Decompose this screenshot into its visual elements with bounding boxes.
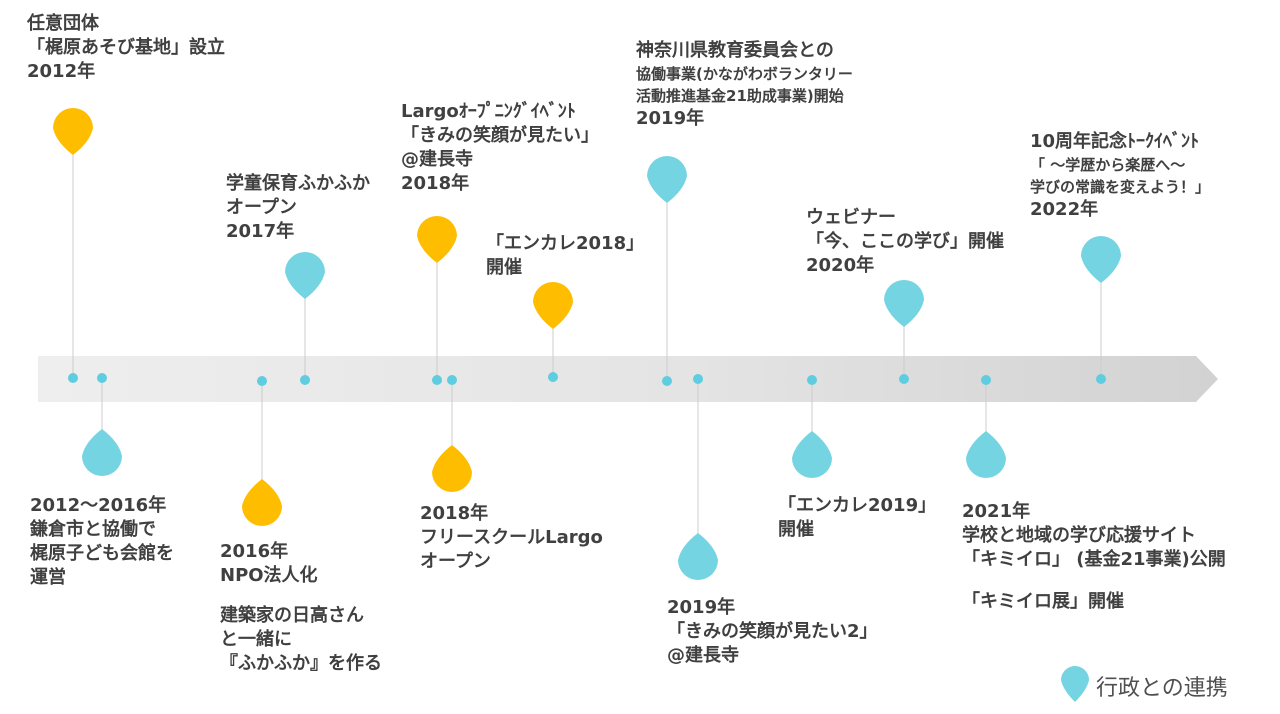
label-line: 10周年記念ﾄｰｸｲﾍﾞﾝﾄ <box>1030 131 1200 152</box>
event-2016-marker-dot <box>257 376 267 386</box>
label-line: 「エンカレ2019」 <box>778 495 937 516</box>
label-line: 2016年 <box>220 541 289 562</box>
event-2018-free-school-label: 2018年フリースクールLargo オープン <box>420 502 603 574</box>
event-2019-kanagawa-label: 神奈川県教育委員会との協働事業(かながわボランタリー活動推進基金21助成事業)開… <box>636 39 853 131</box>
legend-label: 行政との連携 <box>1096 676 1228 701</box>
event-2022-marker-drop-icon <box>1081 236 1121 283</box>
event-2018-largo-opening-label: Largoｵｰﾌﾟﾆﾝｸﾞｲﾍﾞﾝﾄ 「きみの笑顔が見たい」 @建長寺 2018年 <box>401 100 599 196</box>
label-line: 協働事業(かながわボランタリー <box>636 65 853 83</box>
label-line: 梶原子ども会館を <box>30 543 174 564</box>
label-line: Largoｵｰﾌﾟﾆﾝｸﾞｲﾍﾞﾝﾄ <box>401 101 576 122</box>
event-2020-webinar-label: ウェビナー「今、ここの学び」開催 2020年 <box>806 206 1004 278</box>
event-2022-label: 10周年記念ﾄｰｸｲﾍﾞﾝﾄ 「 ～学歴から楽歴へ～ 学びの常識を変えよう！」 202… <box>1030 130 1210 222</box>
event-2012-marker-dot <box>68 373 78 383</box>
label-line: 2012年 <box>27 61 96 82</box>
label-line: フリースクールLargo <box>420 527 603 548</box>
event-2019-kanagawa-marker-dot <box>662 376 672 386</box>
label-line: 開催 <box>778 519 814 540</box>
label-line: 活動推進基金21助成事業)開始 <box>636 87 844 105</box>
legend-blue-drop-icon <box>1061 666 1089 702</box>
label-line: 「キミイロ展」開催 <box>962 591 1124 612</box>
event-2017-marker-dot <box>300 375 310 385</box>
label-line: 「梶原あそび基地」設立 <box>27 37 225 58</box>
label-line: 「キミイロ」 (基金21事業)公開 <box>962 549 1226 570</box>
event-2012-marker-drop-icon <box>53 108 93 155</box>
event-2018-largo-marker-drop-icon <box>417 216 457 263</box>
event-2019-kenchoji-label: 2019年「きみの笑顔が見たい2」 @建長寺 <box>667 596 878 668</box>
label-line: 学童保育ふかふか <box>226 173 370 194</box>
event-2019-kenchoji-marker-dot <box>693 374 703 384</box>
event-2018-encale-marker-dot <box>548 372 558 382</box>
label-line: 任意団体 <box>27 13 99 34</box>
label-line: 「 ～学歴から楽歴へ～ <box>1030 156 1186 174</box>
event-2019-encale-marker-dot <box>807 375 817 385</box>
label-line: 「エンカレ2018」 <box>486 233 645 254</box>
label-line: 開催 <box>486 257 522 278</box>
label-line: 2021年 <box>962 501 1031 522</box>
event-2018-largo-marker-dot <box>432 375 442 385</box>
event-2019-encale-marker-drop-icon <box>792 431 832 478</box>
label-line: 建築家の日高さん <box>220 605 364 626</box>
event-2018-encale-marker-drop-icon <box>533 282 573 329</box>
label-line: 2022年 <box>1030 199 1099 220</box>
label-line: 「今、ここの学び」開催 <box>806 231 1004 252</box>
label-line: と一緒に <box>220 629 292 650</box>
label-line: 「きみの笑顔が見たい2」 <box>667 621 878 642</box>
event-2022-marker-dot <box>1096 374 1106 384</box>
event-2019-kenchoji-marker-drop-icon <box>678 533 718 580</box>
label-line: 運営 <box>30 567 66 588</box>
event-2020-marker-dot <box>899 374 909 384</box>
event-2018-free-school-marker-drop-icon <box>432 445 472 492</box>
label-line: 2018年 <box>401 173 470 194</box>
label-line: オープン <box>420 551 491 572</box>
event-2012-label: 任意団体「梶原あそび基地」設立 2012年 <box>27 12 225 84</box>
event-2019-encale-label: 「エンカレ2019」開催 <box>778 494 936 542</box>
label-line: 2019年 <box>636 108 705 129</box>
event-2019-kanagawa-marker-drop-icon <box>647 156 687 203</box>
event-2021-marker-drop-icon <box>966 431 1006 478</box>
event-2021-exhibition-label: 「キミイロ展」開催 <box>962 590 1124 614</box>
event-2021-kimiiro-label: 2021年学校と地域の学び応援サイト「キミイロ」 (基金21事業)公開 <box>962 500 1226 572</box>
event-2012-2016-label: 2012～2016年鎌倉市と協働で梶原子ども会館を運営 <box>30 494 174 590</box>
label-line: @建長寺 <box>401 149 473 170</box>
event-2018-encale-label: 「エンカレ2018」開催 <box>486 232 644 280</box>
label-line: 2019年 <box>667 597 736 618</box>
timeline-arrow-bar <box>38 356 1218 402</box>
label-line: 神奈川県教育委員会との <box>636 40 834 61</box>
event-2017-marker-drop-icon <box>285 252 325 299</box>
label-line: 2020年 <box>806 255 875 276</box>
event-2020-marker-drop-icon <box>884 280 924 327</box>
event-2016-label: 2016年 NPO法人化 <box>220 540 318 588</box>
label-line: 『ふかふか』を作る <box>220 653 382 674</box>
label-line: 鎌倉市と協働で <box>30 519 156 540</box>
label-line: 2017年 <box>226 221 295 242</box>
label-line: NPO法人化 <box>220 565 318 586</box>
event-2021-marker-dot <box>981 375 991 385</box>
label-line: オープン <box>226 197 297 218</box>
event-2016-fukafuka-label: 建築家の日高さんと一緒に『ふかふか』を作る <box>220 604 382 676</box>
label-line: @建長寺 <box>667 645 739 666</box>
label-line: 学校と地域の学び応援サイト <box>962 525 1196 546</box>
label-line: ウェビナー <box>806 207 896 228</box>
label-line: 2012～2016年 <box>30 495 167 516</box>
label-line: 学びの常識を変えよう！」 <box>1030 178 1211 196</box>
event-2012-2016-marker-dot <box>97 373 107 383</box>
label-line: 2018年 <box>420 503 489 524</box>
event-2017-label: 学童保育ふかふかオープン 2017年 <box>226 172 370 244</box>
event-2012-2016-marker-drop-icon <box>82 429 122 476</box>
label-line: 「きみの笑顔が見たい」 <box>401 125 599 146</box>
event-2016-marker-drop-icon <box>242 479 282 526</box>
event-2018-free-school-marker-dot <box>447 375 457 385</box>
